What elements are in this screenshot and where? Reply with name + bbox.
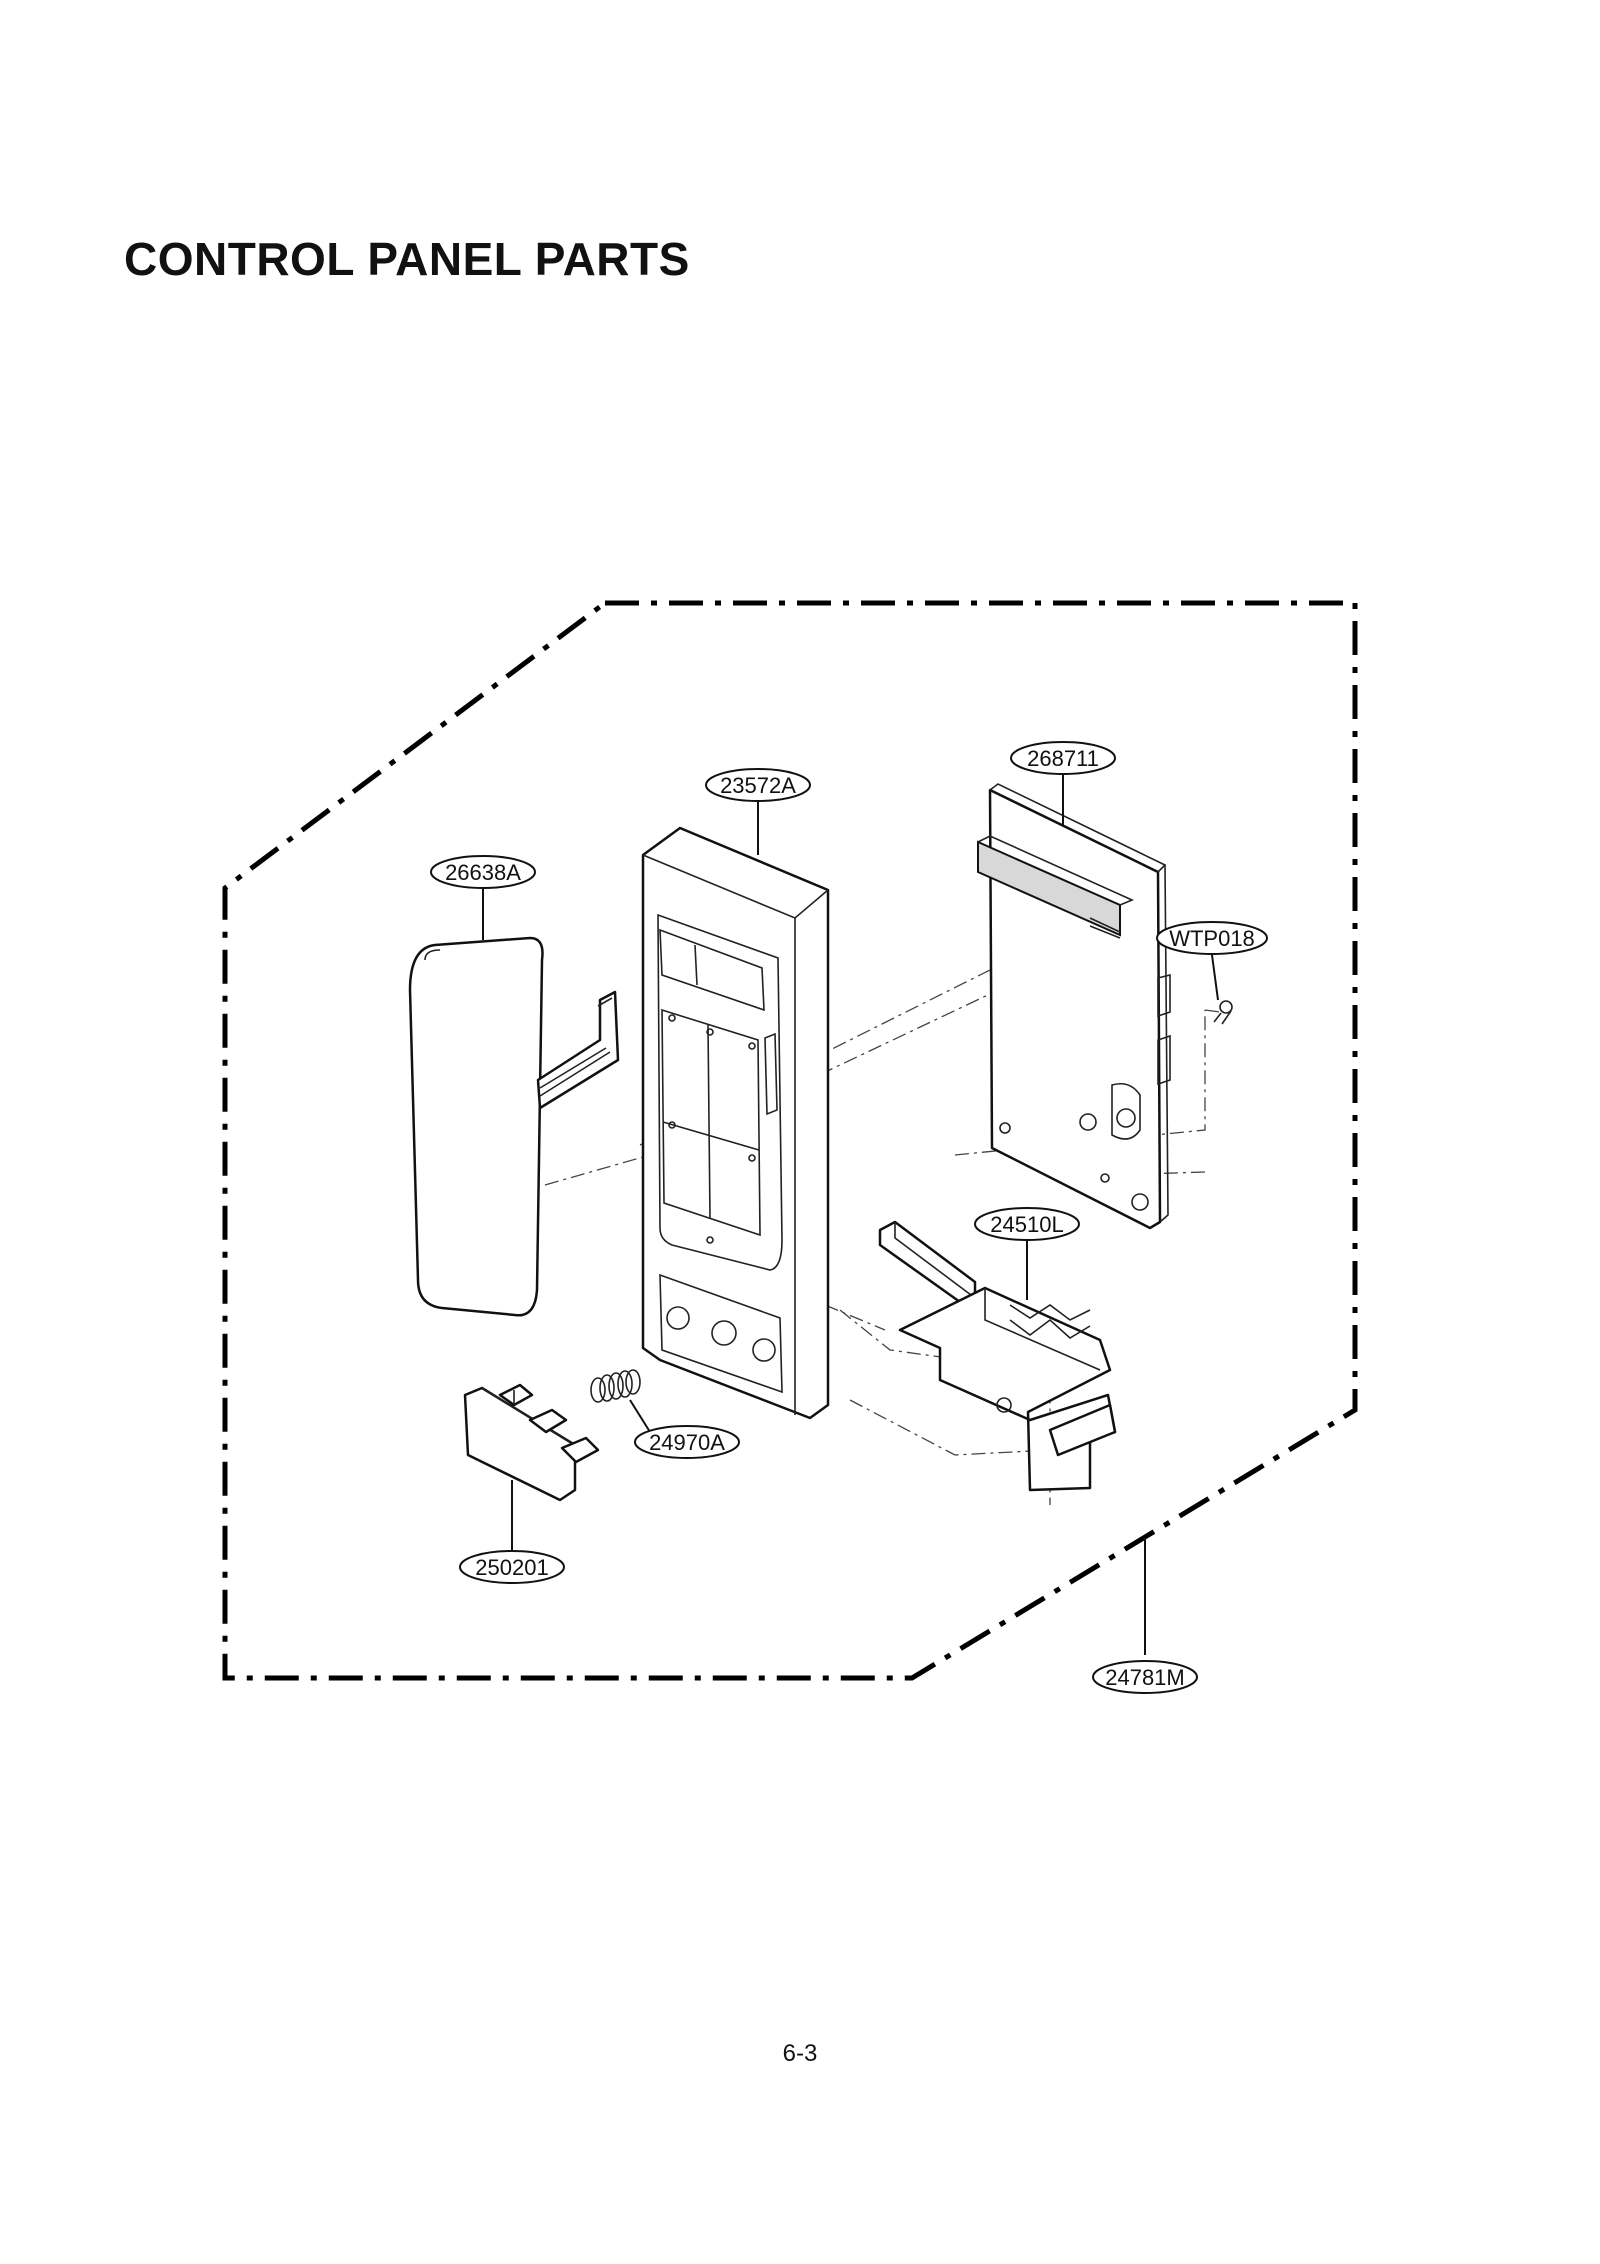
leader-lines [482, 775, 1219, 1655]
part-number-label: 24781M [1105, 1665, 1185, 1690]
callout-24781M: 24781M [1092, 1660, 1198, 1694]
callout-23572A: 23572A [705, 768, 811, 802]
page-title: CONTROL PANEL PARTS [124, 233, 690, 285]
callout-268711: 268711 [1010, 741, 1116, 775]
part-number-label: 26638A [445, 860, 521, 885]
control-panel-frame [641, 826, 830, 1420]
part-number-label: 268711 [1027, 746, 1099, 771]
screw [1213, 1000, 1233, 1025]
door-button-lever [878, 1220, 1117, 1492]
callout-WTP018: WTP018 [1156, 921, 1268, 955]
membrane-switch [408, 936, 620, 1317]
door-button [463, 1383, 600, 1502]
callout-24970A: 24970A [634, 1425, 740, 1459]
part-number-label: 23572A [720, 773, 796, 798]
part-number-label: 250201 [475, 1555, 548, 1580]
callout-250201: 250201 [459, 1550, 565, 1584]
callout-24510L: 24510L [974, 1207, 1080, 1241]
pcb-assembly [977, 783, 1171, 1230]
callout-26638A: 26638A [430, 855, 536, 889]
page-number: 6-3 [782, 2040, 818, 2067]
spring [590, 1369, 641, 1403]
assembly-boundary [222, 600, 1358, 1681]
part-number-label: WTP018 [1169, 926, 1255, 951]
part-number-label: 24510L [990, 1212, 1063, 1237]
part-number-label: 24970A [649, 1430, 725, 1455]
